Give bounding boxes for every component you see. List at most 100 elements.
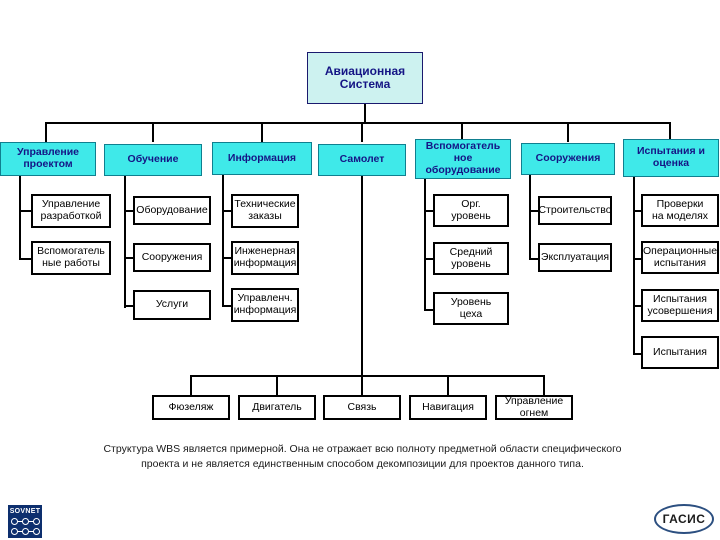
connector-stub-sredniy-uroven [424, 258, 434, 260]
connector-stub-inzhenernaya-informaciya [222, 257, 232, 259]
node-upravlench-informaciya-label: Управленч.информация [233, 292, 297, 316]
connector-drop-dvigatel [276, 375, 278, 395]
connector-stub-operacionnye-ispytaniya [633, 258, 642, 260]
gasis-logo-text: ГАСИС [662, 512, 706, 526]
node-uslugi-label: Услуги [155, 298, 189, 311]
node-samolet[interactable]: Самолет [318, 144, 406, 176]
connector-drop-samolet [361, 122, 363, 142]
sovnet-link-3 [17, 531, 23, 533]
node-obuchenie-label: Обучение [127, 153, 179, 166]
sovnet-logo: SOVNET [8, 505, 42, 538]
node-ispytaniya-label: Испытания [653, 345, 707, 358]
node-ekspluataciya[interactable]: Эксплуатация [538, 243, 612, 272]
connector-samolet-stem [361, 176, 363, 375]
connector-stub-uroven-ceha [424, 309, 434, 311]
node-oborudovanie[interactable]: Оборудование [133, 196, 211, 225]
node-sooruzheniya-label: Сооружения [535, 152, 601, 165]
connector-drop-sooruzheniya [567, 122, 569, 142]
node-upravlench-informaciya[interactable]: Управленч.информация [231, 288, 299, 322]
gasis-logo-oval [654, 504, 714, 534]
connector-spine-informaciya [222, 175, 224, 307]
connector-stub-sooruzheniya-obuchenie [124, 257, 134, 259]
connector-stub-proverki-na-modelyah [633, 210, 642, 212]
node-svyaz[interactable]: Связь [323, 395, 401, 420]
node-org-uroven[interactable]: Орг.уровень [433, 194, 509, 227]
connector-stub-ispytaniya [633, 353, 642, 355]
node-fyuzelyazh[interactable]: Фюзеляж [152, 395, 230, 420]
connector-spine-ispytaniya [633, 177, 635, 355]
connector-stub-upravlenie-razrabotkoj [19, 210, 32, 212]
diagram-caption: Структура WBS является примерной. Она не… [103, 443, 622, 471]
node-oborudovanie-label: Оборудование [136, 203, 208, 216]
node-ispytaniya[interactable]: Испытания [641, 336, 719, 369]
sovnet-logo-text: SOVNET [9, 508, 41, 515]
node-sooruzheniya[interactable]: Сооружения [521, 143, 615, 175]
connector-stub-upravlench-informaciya [222, 305, 232, 307]
connector-drop-informaciya [261, 122, 263, 142]
connector-stub-ekspluataciya [529, 258, 539, 260]
gasis-logo: ГАСИС [654, 504, 714, 534]
node-navigaciya[interactable]: Навигация [409, 395, 487, 420]
node-informaciya-label: Информация [227, 151, 297, 164]
node-stroitelstvo-label: Строительство [538, 203, 612, 216]
node-dvigatel[interactable]: Двигатель [238, 395, 316, 420]
sovnet-link-2 [28, 521, 34, 523]
node-obuchenie[interactable]: Обучение [104, 144, 202, 176]
connector-spine-sooruzheniya [529, 175, 531, 260]
node-fyuzelyazh-label: Фюзеляж [168, 400, 214, 413]
connector-samolet-bus [190, 375, 545, 377]
node-uslugi[interactable]: Услуги [133, 290, 211, 320]
sovnet-node-3 [33, 518, 40, 525]
node-sooruzheniya-obuchenie[interactable]: Сооружения [133, 243, 211, 272]
node-svyaz-label: Связь [347, 400, 377, 413]
connector-stub-vspomogatelnye-raboty [19, 258, 32, 260]
sovnet-link-4 [28, 531, 34, 533]
node-informaciya[interactable]: Информация [212, 142, 312, 175]
connector-stub-ispytaniya-usovershenia [633, 305, 642, 307]
connector-drop-upravlenie-proektom [45, 122, 47, 142]
connector-stub-org-uroven [424, 210, 434, 212]
node-sooruzheniya-obuchenie-label: Сооружения [141, 250, 203, 263]
connector-stub-stroitelstvo [529, 210, 539, 212]
connector-drop-vspomogatelnoe [461, 122, 463, 139]
connector-spine-vspomogatelnoe [424, 179, 426, 311]
sovnet-link-1 [17, 521, 23, 523]
connector-spine-upravlenie-proektom [19, 176, 21, 260]
connector-drop-navigaciya [447, 375, 449, 395]
node-samolet-label: Самолет [339, 153, 385, 166]
connector-drop-upravlenie-ognem [543, 375, 545, 395]
connector-drop-svyaz [361, 375, 363, 395]
node-stroitelstvo[interactable]: Строительство [538, 196, 612, 225]
sovnet-node-6 [33, 528, 40, 535]
node-ekspluataciya-label: Эксплуатация [540, 250, 610, 263]
connector-stub-oborudovanie [124, 210, 134, 212]
